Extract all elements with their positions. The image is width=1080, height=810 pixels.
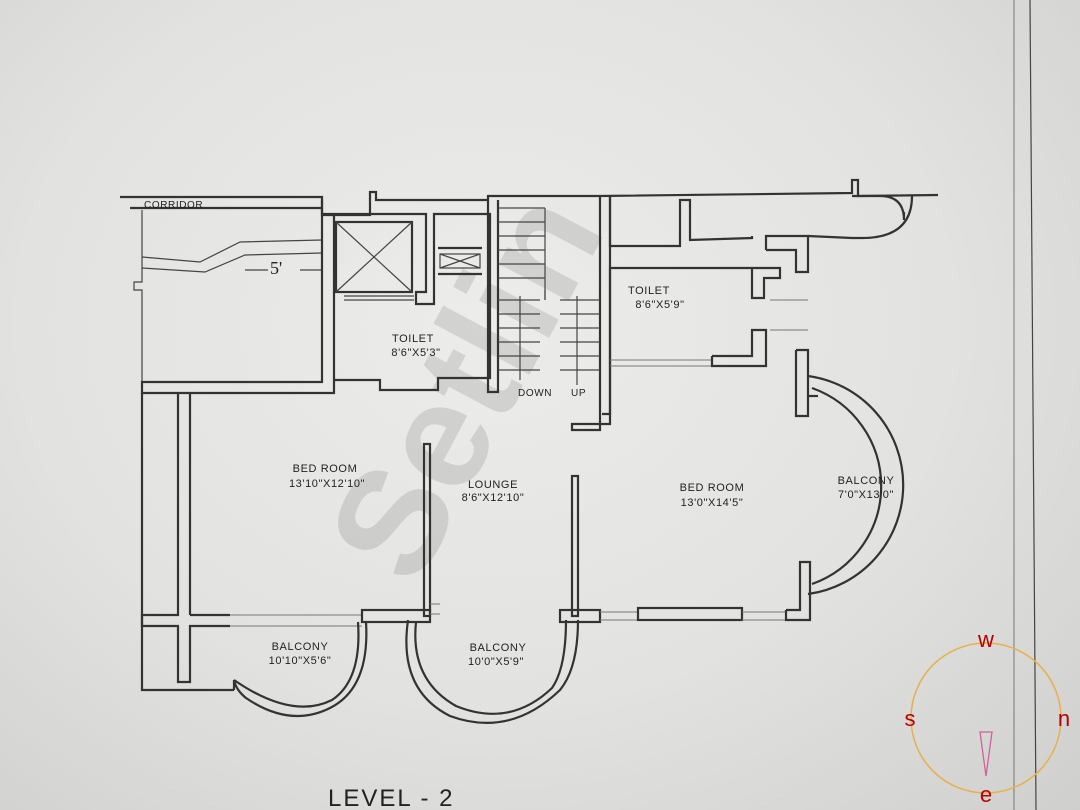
bedroom-left-name: BED ROOM	[293, 463, 358, 475]
compass-west-label: w	[977, 627, 994, 652]
left-toilet-walls	[140, 200, 492, 395]
balcony-left-name: BALCONY	[272, 641, 329, 653]
corridor-label: CORRIDOR	[144, 200, 203, 211]
compass: w s n e	[905, 627, 1071, 807]
balconies	[232, 374, 905, 724]
page-border-line	[1029, 0, 1037, 810]
staircase	[486, 196, 612, 432]
balcony-mid-size: 10'0"X5'9"	[468, 656, 524, 668]
right-toilet-walls	[602, 194, 914, 418]
level-title: LEVEL - 2	[328, 785, 455, 810]
balcony-left-size: 10'10"X5'6"	[269, 655, 332, 667]
bedroom-left-size: 13'10"X12'10"	[289, 478, 365, 490]
balcony-right-size: 7'0"X13'0"	[838, 489, 894, 501]
stairs-up-label: UP	[571, 388, 586, 399]
dimension-label: 5'	[270, 258, 282, 278]
main-room-walls	[140, 393, 818, 692]
compass-needle-icon	[979, 731, 993, 777]
bedroom-right-size: 13'0"X14'5"	[681, 497, 744, 509]
lounge-name: LOUNGE	[468, 479, 518, 491]
compass-ring	[910, 642, 1062, 794]
compass-north-label: n	[1058, 706, 1070, 731]
compass-south-label: s	[905, 706, 916, 731]
bedroom-right-name: BED ROOM	[680, 482, 745, 494]
compass-east-label: e	[980, 782, 992, 807]
toilet-left-name: TOILET	[392, 333, 434, 345]
toilet-right-name: TOILET	[628, 285, 670, 297]
balcony-right-name: BALCONY	[838, 475, 895, 487]
toilet-left-size: 8'6"X5'3"	[391, 347, 440, 359]
balcony-mid-name: BALCONY	[470, 642, 527, 654]
lounge-size: 8'6"X12'10"	[462, 492, 525, 504]
toilet-right-size: 8'6"X5'9"	[635, 299, 684, 311]
stairs-down-label: DOWN	[518, 388, 552, 399]
